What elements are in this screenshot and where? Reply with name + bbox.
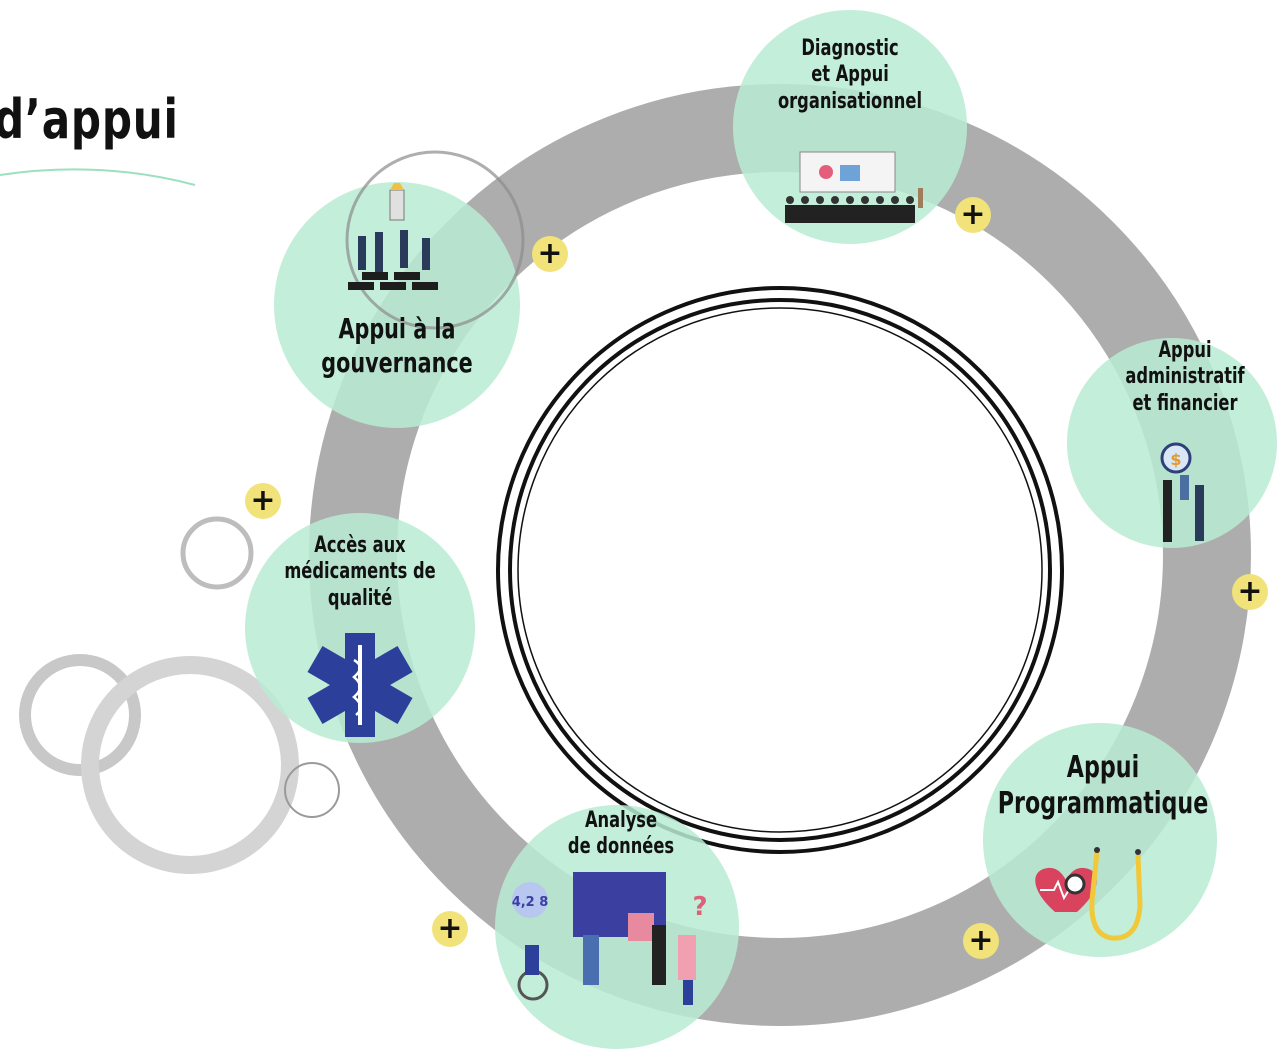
heart-stethoscope-icon xyxy=(1035,847,1143,941)
node-diagnostic-circle[interactable] xyxy=(733,10,967,244)
title-underline xyxy=(0,168,196,186)
page-title: d’appui xyxy=(0,88,179,151)
node-gouvernance-line-1: Appui à la xyxy=(338,312,456,345)
gouvernance-glass-ring xyxy=(345,150,525,330)
node-donnees-label: Analyse de données xyxy=(568,808,674,861)
node-programmatique-label: Appui Programmatique xyxy=(998,750,1209,822)
inner-circle-outer xyxy=(496,286,1064,854)
node-programmatique-circle[interactable] xyxy=(983,723,1217,957)
plus-button-programmatique[interactable]: + xyxy=(963,923,999,959)
node-diagnostic-label: Diagnostic et Appui organisationnel xyxy=(778,36,922,115)
node-medicaments-line-1: Accès aux xyxy=(314,533,406,558)
deco-ring-3 xyxy=(180,516,254,590)
node-administratif-line-2: administratif xyxy=(1125,364,1245,390)
node-medicaments-line-2: médicaments de xyxy=(284,559,436,585)
svg-text:$: $ xyxy=(1170,450,1181,469)
plus-button-gouvernance[interactable]: + xyxy=(532,236,568,272)
node-programmatique-line-1: Appui xyxy=(1066,750,1140,785)
plus-button-medicaments[interactable]: + xyxy=(245,483,281,519)
node-gouvernance-circle[interactable] xyxy=(274,182,520,428)
deco-ring-4 xyxy=(284,762,340,818)
node-administratif-line-1: Appui xyxy=(1158,338,1212,363)
inner-circle-inner xyxy=(508,298,1052,842)
plus-button-administratif[interactable]: + xyxy=(1232,574,1268,610)
plus-button-diagnostic[interactable]: + xyxy=(955,197,991,233)
deco-ring-2 xyxy=(81,656,299,874)
node-administratif-line-3: et financier xyxy=(1132,390,1238,416)
inner-circle-fine xyxy=(517,307,1043,833)
svg-text:?: ? xyxy=(692,892,707,922)
node-medicaments-circle[interactable] xyxy=(245,513,475,743)
node-gouvernance-label: Appui à la gouvernance xyxy=(321,312,472,379)
svg-text:4,2 8: 4,2 8 xyxy=(512,895,549,910)
node-diagnostic-line-1: Diagnostic xyxy=(801,36,899,61)
node-medicaments-label: Accès aux médicaments de qualité xyxy=(284,533,435,612)
finance-coin-icon: $ xyxy=(1160,442,1204,542)
node-administratif-circle[interactable] xyxy=(1067,338,1277,548)
node-gouvernance-line-2: gouvernance xyxy=(321,345,473,379)
presentation-icon xyxy=(785,151,923,223)
node-administratif-label: Appui administratif et financier xyxy=(1125,338,1244,417)
node-programmatique-line-2: Programmatique xyxy=(997,786,1209,821)
node-medicaments-line-3: qualité xyxy=(327,585,393,611)
node-diagnostic-line-3: organisationnel xyxy=(777,88,923,114)
node-donnees-line-1: Analyse xyxy=(584,808,658,833)
node-diagnostic-line-2: et Appui xyxy=(811,62,889,88)
plus-button-donnees[interactable]: + xyxy=(432,911,468,947)
chess-governance-icon xyxy=(348,183,438,290)
node-donnees-line-2: de données xyxy=(567,834,675,860)
data-analysis-icon: 4,2 8 ? xyxy=(512,872,708,1005)
star-of-life-icon xyxy=(307,633,413,737)
deco-ring-1 xyxy=(19,654,141,776)
